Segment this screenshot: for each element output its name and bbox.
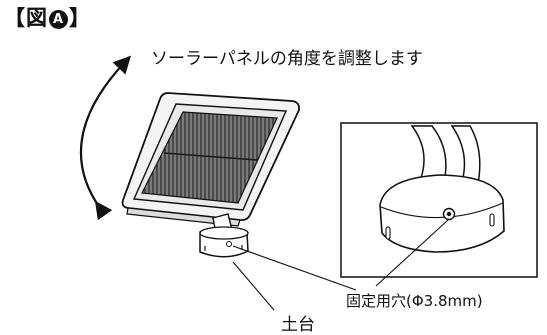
title-bracket-close: 】 (69, 6, 91, 30)
detail-inset (340, 122, 538, 278)
angle-caption: ソーラーパネルの角度を調整します (151, 49, 423, 69)
title-bracket-open: 【 (4, 6, 26, 30)
leader-lines (232, 219, 449, 311)
mounting-hole-label: 固定用穴(Φ3.8mm) (346, 292, 483, 310)
figure-badge: A (49, 10, 68, 29)
base-label: 土台 (281, 315, 315, 335)
title-word: 図 (26, 6, 48, 30)
rotation-arrow (79, 55, 132, 221)
solar-panel (121, 92, 301, 227)
